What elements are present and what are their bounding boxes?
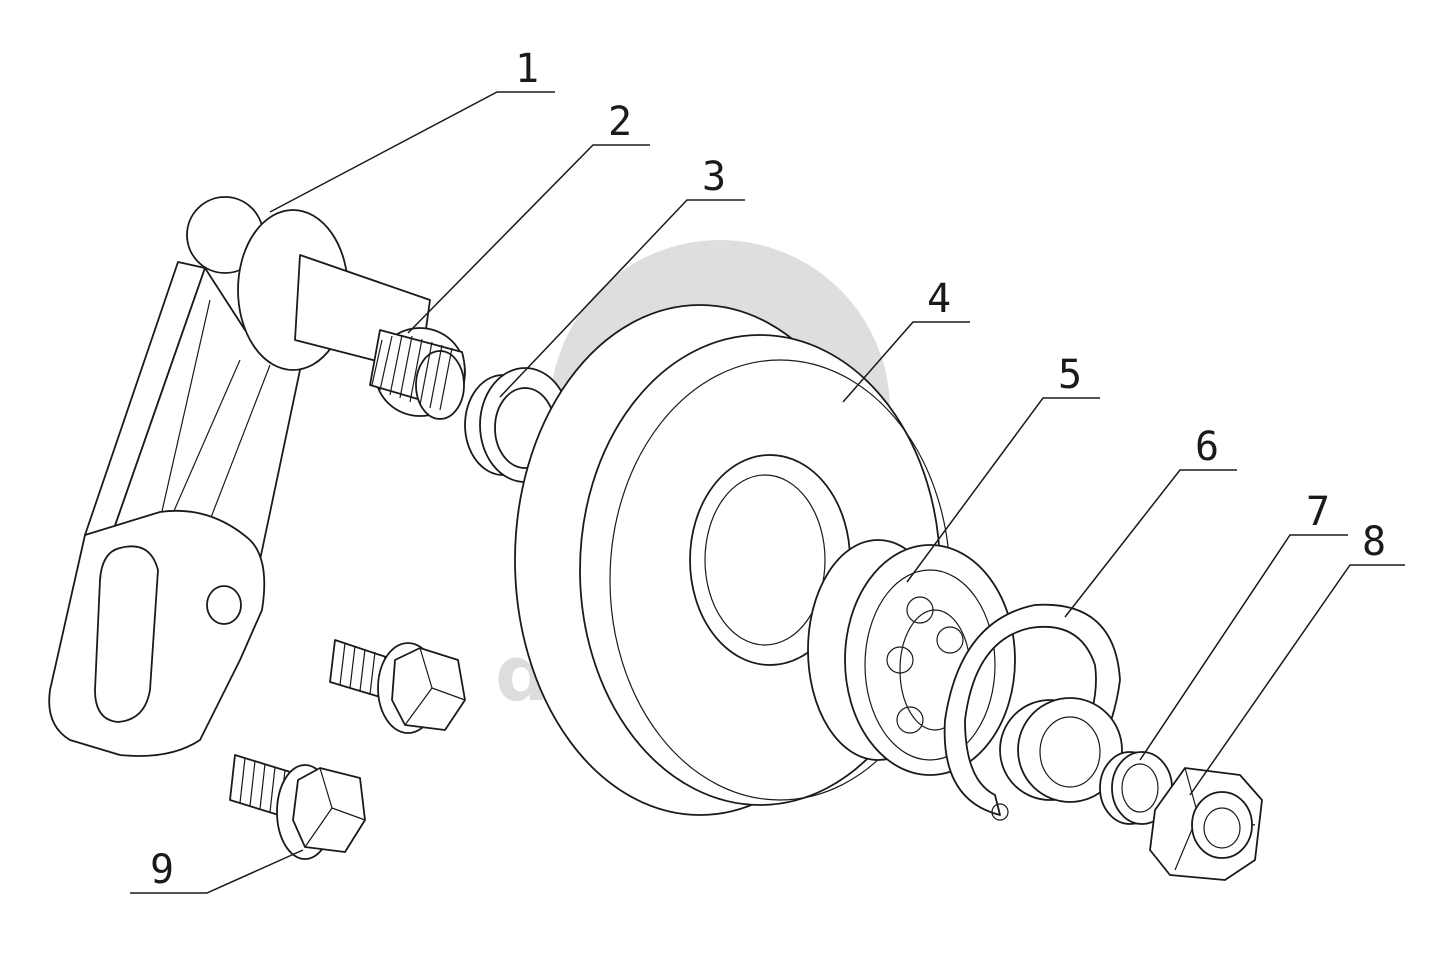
leader-6: [1064, 469, 1237, 618]
leader-7: [1139, 534, 1348, 761]
leader-4: [842, 321, 970, 403]
callout-8: 8: [1362, 519, 1386, 565]
leader-1: [269, 91, 555, 213]
leader-5: [906, 397, 1100, 583]
callout-2: 2: [608, 99, 632, 145]
part-ball-bearing: [807, 539, 1016, 776]
leader-3: [499, 199, 745, 398]
part-flange-bolt-lower: [229, 754, 366, 860]
leader-9: [130, 849, 304, 894]
part-pulley: [514, 304, 951, 816]
callout-9: 9: [150, 847, 174, 893]
part-thrust-washer: [999, 697, 1123, 803]
part-threaded-shaft: [369, 329, 466, 420]
leader-2: [407, 144, 650, 334]
callout-3: 3: [702, 154, 726, 200]
callout-5: 5: [1058, 352, 1082, 398]
callout-7: 7: [1306, 489, 1330, 535]
leader-lines: [130, 91, 1405, 894]
callout-6: 6: [1195, 424, 1219, 470]
part-hex-nut: [1149, 767, 1263, 881]
leader-8: [1189, 564, 1405, 796]
callout-labels: 1 2 3 4 5 6 7 8 9: [150, 46, 1386, 893]
part-flange-bolt-upper: [329, 639, 466, 734]
callout-4: 4: [927, 276, 951, 322]
callout-1: 1: [515, 46, 539, 92]
